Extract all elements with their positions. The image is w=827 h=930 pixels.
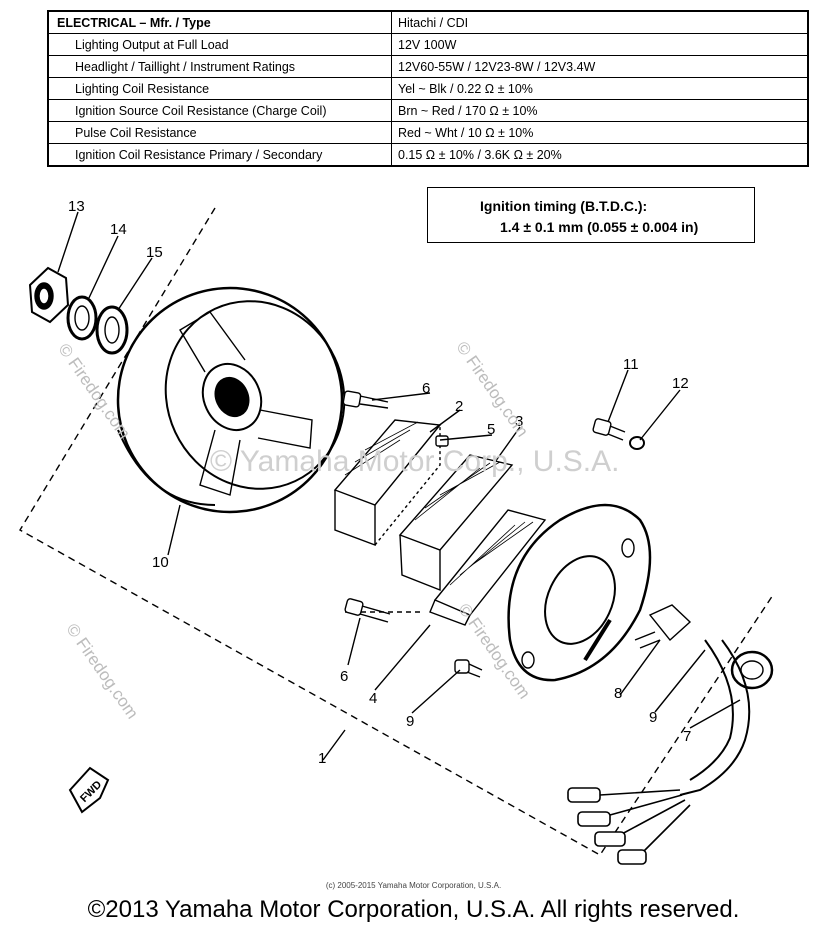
fwd-arrow-icon xyxy=(68,766,110,814)
callout-9b: 9 xyxy=(649,709,657,726)
stator-plate-icon xyxy=(507,503,652,682)
callout-6b: 6 xyxy=(340,668,348,685)
spec-table: ELECTRICAL – Mfr. / Type Hitachi / CDI L… xyxy=(47,10,809,167)
fwd-label: FWD xyxy=(78,779,104,805)
callout-13: 13 xyxy=(68,198,85,215)
callout-4: 4 xyxy=(369,690,377,707)
wire-harness-icon xyxy=(679,639,751,796)
callout-6: 6 xyxy=(422,380,430,397)
callout-7: 7 xyxy=(683,728,691,745)
spec-label: Ignition Coil Resistance Primary / Secon… xyxy=(47,143,392,167)
callout-3: 3 xyxy=(515,413,523,430)
callout-10: 10 xyxy=(152,554,169,571)
table-row: Ignition Source Coil Resistance (Charge … xyxy=(47,99,809,122)
screw-icon xyxy=(344,598,391,623)
lock-washer-icon xyxy=(66,295,98,341)
ignition-timing-box: Ignition timing (B.T.D.C.): 1.4 ± 0.1 mm… xyxy=(427,187,755,243)
cable-clamp-icon xyxy=(634,604,692,649)
callout-9: 9 xyxy=(406,713,414,730)
washer-icon xyxy=(629,436,645,450)
callout-14: 14 xyxy=(110,221,127,238)
screw-icon xyxy=(342,390,389,409)
table-row: Ignition Coil Resistance Primary / Secon… xyxy=(47,143,809,167)
grommet-icon xyxy=(730,650,774,690)
assembly-boundary xyxy=(19,207,774,856)
callout-labels: 13 14 15 6 2 5 3 11 12 6 4 9 8 9 7 10 1 … xyxy=(68,198,691,805)
callout-5: 5 xyxy=(487,421,495,438)
connector-icon xyxy=(567,787,691,865)
table-row: Pulse Coil Resistance Red ~ Wht / 10 Ω ±… xyxy=(47,121,809,144)
callout-2: 2 xyxy=(455,398,463,415)
collar-icon xyxy=(435,435,449,447)
screw-icon xyxy=(592,418,626,441)
callout-8: 8 xyxy=(614,685,622,702)
spec-value: 0.15 Ω ± 10% / 3.6K Ω ± 20% xyxy=(391,143,809,167)
callout-1: 1 xyxy=(318,750,326,767)
spec-label: Headlight / Taillight / Instrument Ratin… xyxy=(47,55,392,78)
timing-value: 1.4 ± 0.1 mm (0.055 ± 0.004 in) xyxy=(500,219,699,235)
timing-title: Ignition timing (B.T.D.C.): xyxy=(480,198,648,214)
spec-value: Red ~ Wht / 10 Ω ± 10% xyxy=(391,121,809,144)
pulse-coil-icon xyxy=(429,509,547,626)
callout-15: 15 xyxy=(146,244,163,261)
flywheel-rotor-icon xyxy=(116,286,346,514)
watermark-center: © Yamaha Motor Corp., U.S.A. xyxy=(210,445,620,478)
charge-coil-icon xyxy=(398,454,514,592)
small-copyright: (c) 2005-2015 Yamaha Motor Corporation, … xyxy=(325,881,502,890)
plain-washer-icon xyxy=(95,305,129,355)
callout-11: 11 xyxy=(623,356,639,373)
spec-label: Pulse Coil Resistance xyxy=(47,121,392,144)
copyright-footer: ©2013 Yamaha Motor Corporation, U.S.A. A… xyxy=(87,896,740,923)
lighting-coil-icon xyxy=(333,419,442,547)
callout-12: 12 xyxy=(672,375,689,392)
table-row: Headlight / Taillight / Instrument Ratin… xyxy=(47,55,809,78)
nut-icon xyxy=(28,266,70,324)
screw-icon xyxy=(454,659,483,678)
